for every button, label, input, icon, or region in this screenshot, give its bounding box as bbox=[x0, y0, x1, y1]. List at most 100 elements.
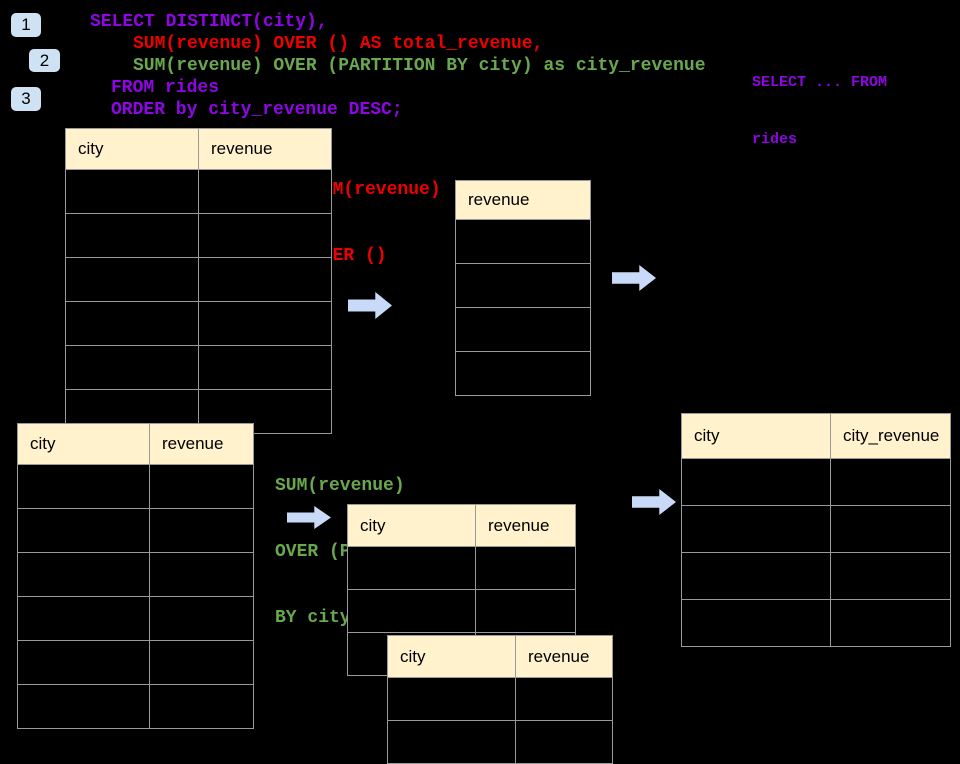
empty-cell bbox=[455, 263, 591, 308]
empty-cell bbox=[17, 464, 150, 509]
empty-cell bbox=[830, 505, 951, 553]
empty-cell bbox=[515, 720, 613, 764]
empty-cell bbox=[681, 458, 831, 506]
empty-cell bbox=[198, 169, 332, 214]
table-row bbox=[65, 345, 332, 390]
step-badge-1: 1 bbox=[11, 13, 41, 37]
empty-cell bbox=[198, 301, 332, 346]
column-header-revenue: revenue bbox=[149, 423, 254, 465]
table-city-revenue-result: city city_revenue bbox=[681, 413, 951, 647]
empty-cell bbox=[830, 552, 951, 600]
side-note-line2: rides bbox=[752, 131, 798, 148]
empty-cell bbox=[17, 552, 150, 597]
sql-line-order-by: ORDER by city_revenue DESC; bbox=[111, 100, 403, 120]
table-row bbox=[347, 546, 576, 590]
column-header-revenue: revenue bbox=[198, 128, 332, 170]
empty-cell bbox=[65, 169, 199, 214]
column-header-city: city bbox=[347, 504, 476, 547]
empty-cell bbox=[149, 464, 254, 509]
empty-cell bbox=[830, 458, 951, 506]
empty-cell bbox=[198, 257, 332, 302]
sql-line-total-revenue: SUM(revenue) OVER () AS total_revenue, bbox=[133, 34, 544, 54]
table-row bbox=[347, 589, 576, 633]
arrow-right-icon bbox=[348, 292, 392, 319]
empty-cell bbox=[65, 345, 199, 390]
table-row bbox=[681, 552, 951, 600]
table-header-row: city revenue bbox=[347, 504, 576, 547]
table-row bbox=[65, 213, 332, 258]
table-total-revenue-result: revenue bbox=[455, 180, 591, 396]
table-header-row: city revenue bbox=[65, 128, 332, 170]
table-row bbox=[65, 389, 332, 434]
empty-cell bbox=[515, 677, 613, 721]
table-partition-overlay: city revenue bbox=[387, 635, 613, 764]
table-row bbox=[65, 169, 332, 214]
table-row bbox=[387, 720, 613, 764]
empty-cell bbox=[681, 552, 831, 600]
empty-cell bbox=[149, 552, 254, 597]
step-badge-2: 2 bbox=[29, 49, 60, 72]
side-note: SELECT ... FROM rides bbox=[752, 35, 887, 168]
sql-line-city-revenue: SUM(revenue) OVER (PARTITION BY city) as… bbox=[133, 56, 706, 76]
sql-line-select: SELECT DISTINCT(city), bbox=[90, 12, 328, 32]
empty-cell bbox=[681, 599, 831, 647]
empty-cell bbox=[17, 508, 150, 553]
empty-cell bbox=[347, 589, 476, 633]
empty-cell bbox=[149, 684, 254, 729]
table-source-bottom: city revenue bbox=[17, 423, 254, 729]
empty-cell bbox=[830, 599, 951, 647]
table-row bbox=[17, 640, 254, 685]
arrow-right-icon bbox=[612, 265, 656, 291]
sql-line-from: FROM rides bbox=[111, 78, 220, 98]
empty-cell bbox=[149, 640, 254, 685]
empty-cell bbox=[17, 640, 150, 685]
empty-cell bbox=[17, 684, 150, 729]
column-header-city-revenue: city_revenue bbox=[830, 413, 951, 459]
table-row bbox=[455, 307, 591, 352]
empty-cell bbox=[65, 301, 199, 346]
table-header-row: city city_revenue bbox=[681, 413, 951, 459]
label-total-line1: SUM(revenue) bbox=[311, 180, 441, 200]
column-header-city: city bbox=[387, 635, 516, 678]
empty-cell bbox=[17, 596, 150, 641]
empty-cell bbox=[149, 596, 254, 641]
empty-cell bbox=[65, 213, 199, 258]
table-row bbox=[17, 596, 254, 641]
table-row bbox=[17, 552, 254, 597]
side-note-line1: SELECT ... FROM bbox=[752, 74, 888, 91]
empty-cell bbox=[681, 505, 831, 553]
step-badge-3: 3 bbox=[11, 87, 41, 111]
empty-cell bbox=[387, 677, 516, 721]
slide-canvas: { "colors": { "background": "#000000", "… bbox=[11, 12, 951, 764]
empty-cell bbox=[455, 307, 591, 352]
empty-cell bbox=[149, 508, 254, 553]
table-row bbox=[455, 351, 591, 396]
table-row bbox=[681, 458, 951, 506]
column-header-city: city bbox=[65, 128, 199, 170]
empty-cell bbox=[455, 351, 591, 396]
table-row bbox=[455, 263, 591, 308]
column-header-city: city bbox=[17, 423, 150, 465]
table-header-row: revenue bbox=[455, 180, 591, 220]
table-row bbox=[17, 684, 254, 729]
empty-cell bbox=[387, 720, 516, 764]
table-header-row: city revenue bbox=[387, 635, 613, 678]
table-row bbox=[17, 508, 254, 553]
column-header-city: city bbox=[681, 413, 831, 459]
table-row bbox=[681, 505, 951, 553]
empty-cell bbox=[65, 257, 199, 302]
table-row bbox=[17, 464, 254, 509]
empty-cell bbox=[475, 546, 576, 590]
empty-cell bbox=[475, 589, 576, 633]
empty-cell bbox=[198, 213, 332, 258]
column-header-revenue: revenue bbox=[455, 180, 591, 220]
arrow-right-icon bbox=[632, 489, 676, 515]
table-row bbox=[387, 677, 613, 721]
empty-cell bbox=[455, 219, 591, 264]
column-header-revenue: revenue bbox=[515, 635, 613, 678]
empty-cell bbox=[198, 345, 332, 390]
column-header-revenue: revenue bbox=[475, 504, 576, 547]
table-row bbox=[65, 257, 332, 302]
table-row bbox=[65, 301, 332, 346]
label-partition-line1: SUM(revenue) bbox=[275, 476, 405, 496]
